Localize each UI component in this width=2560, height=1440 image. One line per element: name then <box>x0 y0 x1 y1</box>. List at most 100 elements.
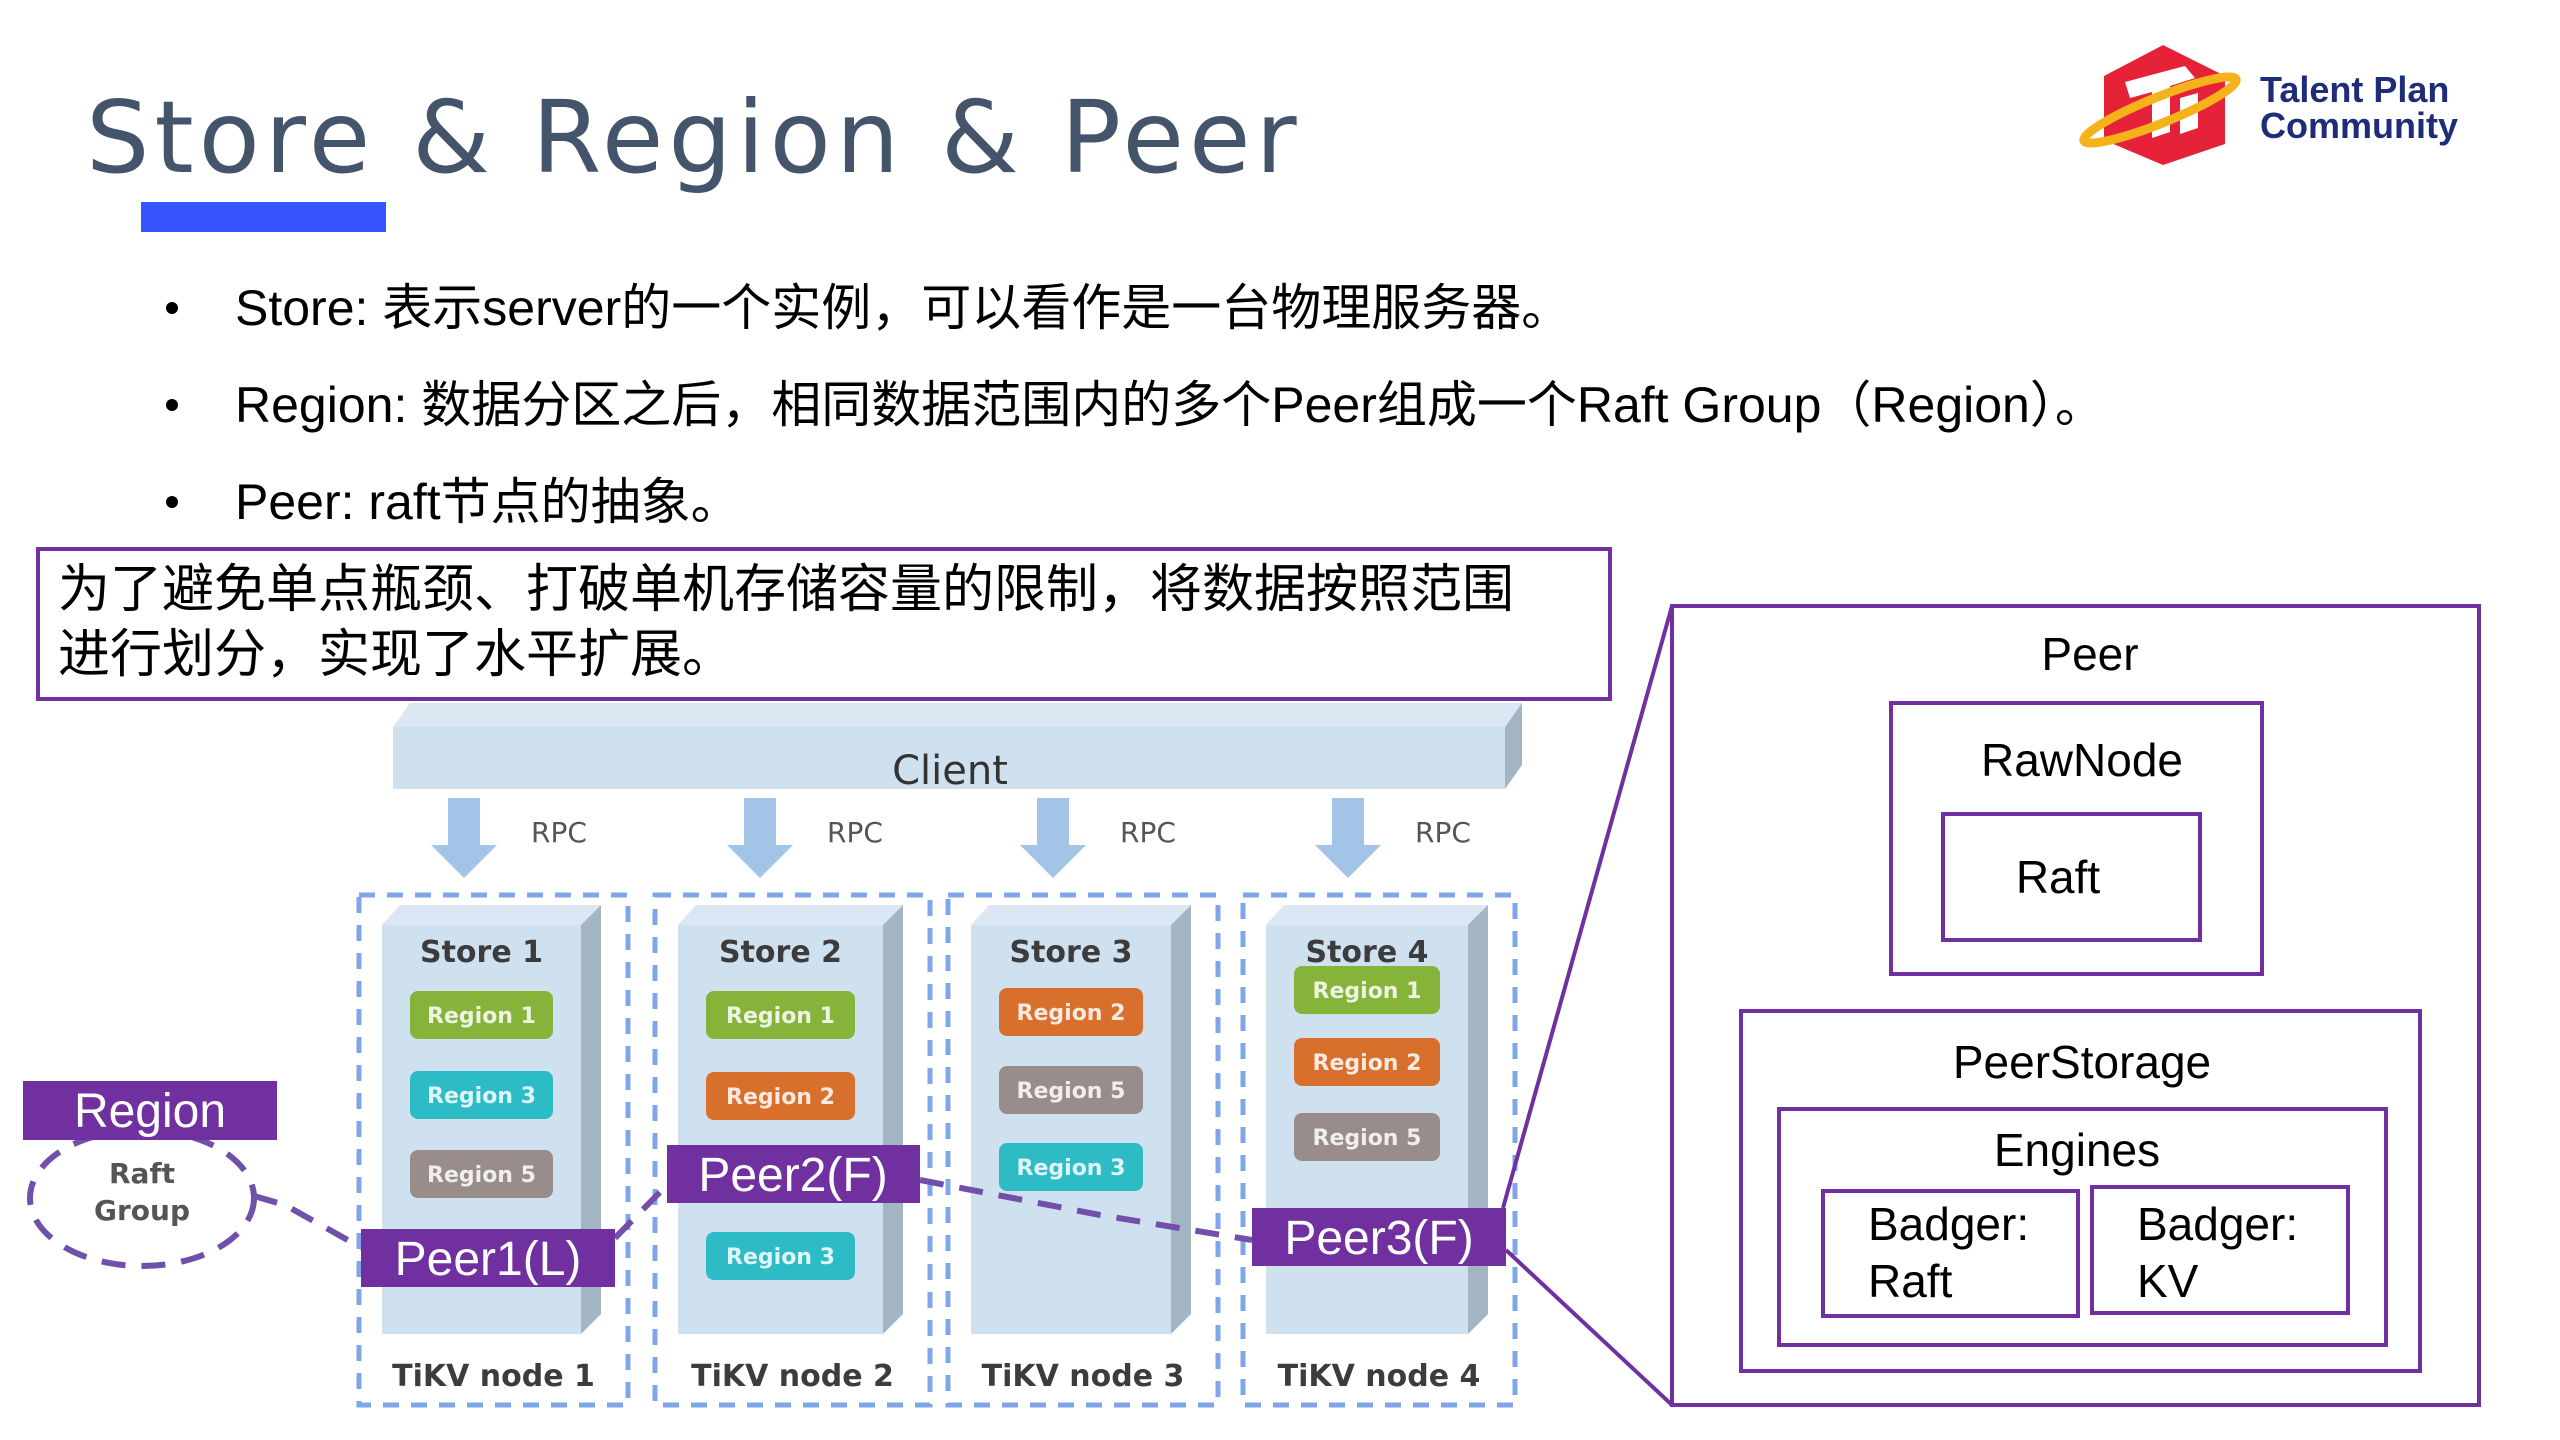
store-top-face <box>382 905 601 925</box>
region-pill: Region 2 <box>706 1072 855 1120</box>
badger-raft-box <box>1821 1189 2080 1318</box>
store-side-face <box>1468 905 1488 1334</box>
peer-box-label: Peer <box>2041 628 2138 680</box>
tikv-node-border <box>356 892 631 1408</box>
bullet-region: Region: 数据分区之后，相同数据范围内的多个Peer组成一个Raft Gr… <box>235 377 2105 433</box>
region-pill-label: Region 2 <box>1313 1051 1422 1076</box>
store-side-face <box>1171 905 1191 1334</box>
badger-kv-line1: Badger: <box>2137 1198 2298 1250</box>
link-peer2-peer3 <box>919 1177 1253 1243</box>
store-label: Store 3 <box>1009 935 1132 970</box>
region-pill-label: Region 5 <box>427 1163 536 1188</box>
rpc-arrow-4: RPC <box>1315 798 1471 878</box>
rpc-label: RPC <box>1120 816 1176 849</box>
raft-group: Raft Group <box>27 1127 257 1269</box>
region-pill-label: Region 3 <box>427 1084 536 1109</box>
region-pill: Region 1 <box>410 991 553 1039</box>
down-arrow-icon <box>431 798 497 878</box>
engines-box-label: Engines <box>1994 1124 2160 1176</box>
region-tag-label: Region <box>74 1085 226 1138</box>
peerstorage-box-label: PeerStorage <box>1953 1036 2211 1088</box>
bullet-list: Store: 表示server的一个实例，可以看作是一台物理服务器。 Regio… <box>166 280 2105 530</box>
tikv-node-label: TiKV node 3 <box>982 1359 1185 1394</box>
region-pill-label: Region 1 <box>427 1004 536 1029</box>
peer-detail: Peer RawNode Raft PeerStorage Engines Ba… <box>1670 604 2481 1407</box>
slide-title: Store & Region & Peer <box>86 79 1302 196</box>
bullet-store: Store: 表示server的一个实例，可以看作是一台物理服务器。 <box>235 280 1571 336</box>
peerstorage-box <box>1739 1009 2422 1373</box>
tikv-nodes: Store 1 Region 1 Region 3 Region 5 TiKV node… <box>356 892 1518 1408</box>
peer-tag-1-label: Peer1(L) <box>395 1233 582 1286</box>
rawnode-box-label: RawNode <box>1981 734 2183 786</box>
store-top-face <box>678 905 903 925</box>
talent-plan-logo: Talent Plan Community <box>2079 45 2458 165</box>
tikv-node-label: TiKV node 4 <box>1278 1359 1481 1394</box>
link-raftgroup-peer1 <box>253 1193 364 1251</box>
title-accent-bar <box>141 202 386 232</box>
badger-raft-line1: Badger: <box>1868 1198 2029 1250</box>
region-pill-label: Region 3 <box>726 1245 835 1270</box>
store-top-face <box>971 905 1191 925</box>
raft-box-label: Raft <box>2016 851 2101 903</box>
down-arrow-icon <box>1315 798 1381 878</box>
raft-group-line1: Raft <box>109 1157 175 1190</box>
region-pill: Region 2 <box>999 988 1143 1036</box>
store-label: Store 1 <box>420 935 543 970</box>
store-side-face <box>883 905 903 1334</box>
region-pill-label: Region 1 <box>1313 979 1422 1004</box>
peer-box <box>1670 604 2481 1407</box>
bullet-dot <box>166 399 178 411</box>
region-pill: Region 2 <box>1294 1038 1440 1086</box>
peer-tag-3-label: Peer3(F) <box>1284 1212 1473 1265</box>
store-side-face <box>581 905 601 1334</box>
region-pill: Region 1 <box>1294 966 1440 1014</box>
note-box: 为了避免单点瓶颈、打破单机存储容量的限制，将数据按照范围 进行划分，实现了水平扩… <box>36 547 1612 701</box>
zoom-line-bottom <box>1504 1248 1674 1407</box>
tikv-node-4: Store 4 Region 1 Region 2 Region 5 TiKV node… <box>1240 892 1518 1408</box>
link-peer1-peer2 <box>612 1182 670 1241</box>
logo-text-line1: Talent Plan <box>2260 69 2449 110</box>
region-pill-label: Region 2 <box>726 1085 835 1110</box>
zoom-line-top <box>1501 605 1674 1209</box>
client-bar: Client <box>393 703 1522 794</box>
region-pill-label: Region 1 <box>726 1004 835 1029</box>
rpc-label: RPC <box>1415 816 1471 849</box>
badger-kv-line2: KV <box>2137 1255 2199 1307</box>
region-pill: Region 3 <box>410 1071 553 1119</box>
rpc-arrow-3: RPC <box>1020 798 1176 878</box>
peer-tag-2-label: Peer2(F) <box>698 1149 887 1202</box>
down-arrow-icon <box>727 798 793 878</box>
bullet-peer: Peer: raft节点的抽象。 <box>235 474 741 530</box>
region-pill-label: Region 5 <box>1313 1126 1422 1151</box>
bullet-dot <box>166 496 178 508</box>
tikv-node-3: Store 3 Region 2 Region 5 Region 3 TiKV node… <box>945 892 1221 1408</box>
region-pill: Region 5 <box>1294 1113 1440 1161</box>
store-label: Store 2 <box>719 935 842 970</box>
rawnode-box <box>1889 701 2264 976</box>
badger-kv-box <box>2090 1185 2350 1315</box>
store-label: Store 4 <box>1305 935 1428 970</box>
note-line-2: 进行划分，实现了水平扩展。 <box>58 626 734 684</box>
region-pill: Region 1 <box>706 991 855 1039</box>
client-label: Client <box>892 748 1008 794</box>
region-pill: Region 5 <box>999 1066 1143 1114</box>
rpc-label: RPC <box>827 816 883 849</box>
note-line-1: 为了避免单点瓶颈、打破单机存储容量的限制，将数据按照范围 <box>58 561 1514 619</box>
peer-tag-2: Peer2(F) <box>667 1145 920 1203</box>
store-top-face <box>1266 905 1488 925</box>
region-pill: Region 5 <box>410 1150 553 1198</box>
tikv-node-1: Store 1 Region 1 Region 3 Region 5 TiKV node… <box>356 892 631 1408</box>
region-pill-label: Region 3 <box>1017 1156 1126 1181</box>
logo-text-line2: Community <box>2260 105 2458 146</box>
raft-box <box>1941 812 2202 942</box>
peer-tag-3: Peer3(F) <box>1252 1208 1506 1266</box>
tikv-node-label: TiKV node 1 <box>392 1359 595 1394</box>
raft-group-line2: Group <box>94 1194 190 1227</box>
tikv-hexagon-logo-icon <box>2079 45 2241 165</box>
note-box-border <box>36 547 1612 701</box>
rpc-arrow-2: RPC <box>727 798 883 878</box>
region-pill: Region 3 <box>999 1143 1143 1191</box>
